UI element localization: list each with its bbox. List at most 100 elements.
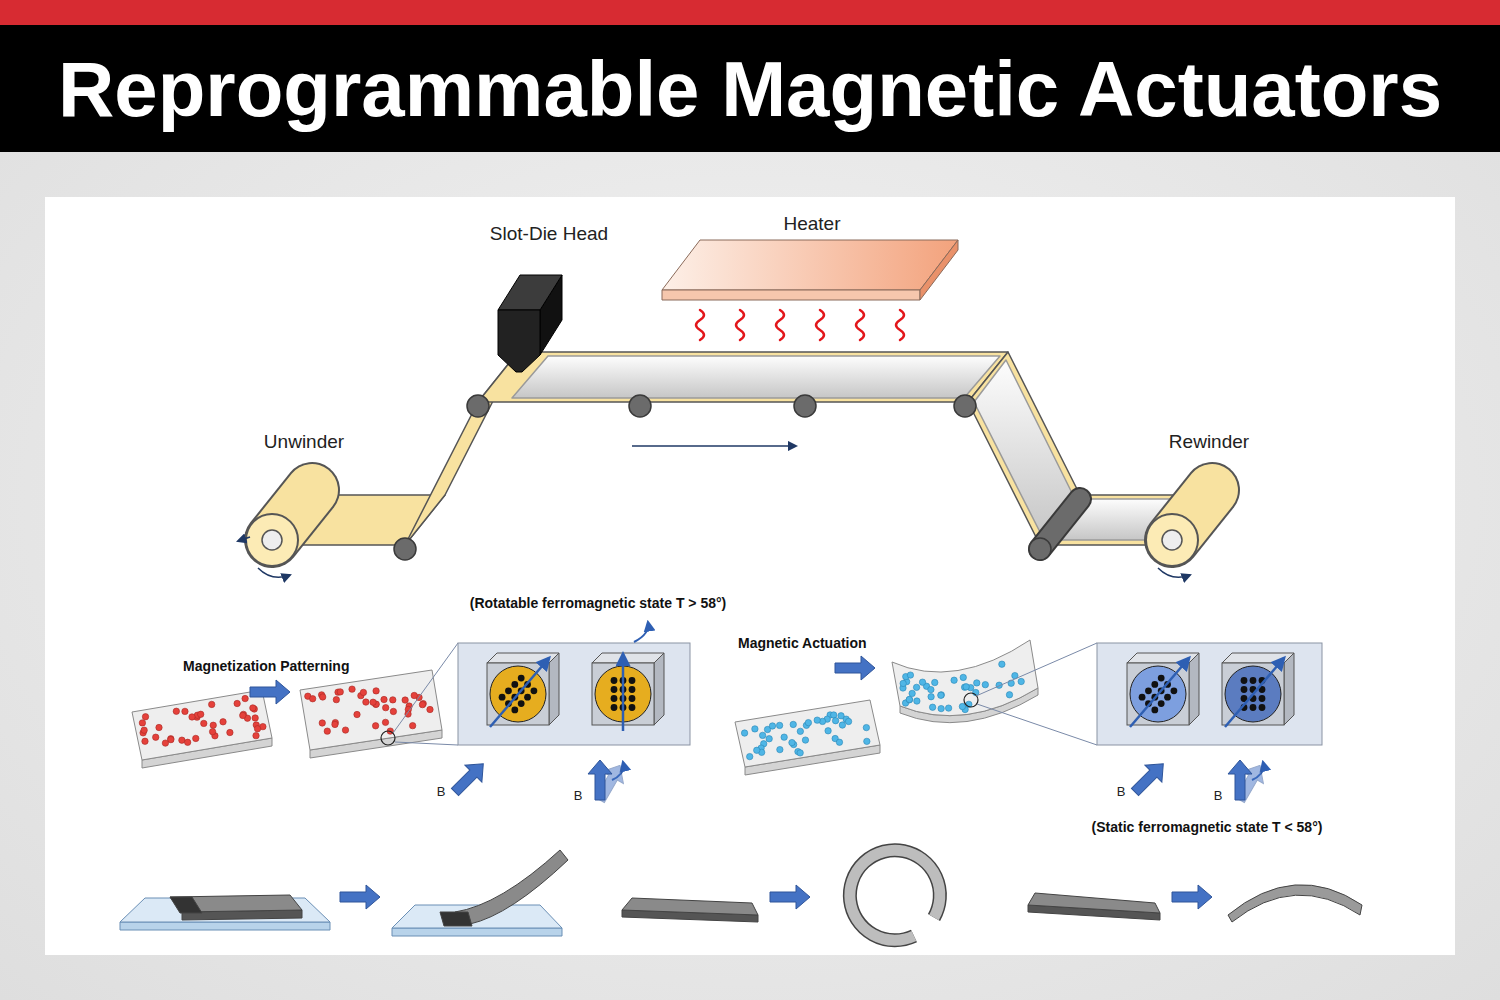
magnetic-particle	[1164, 694, 1171, 701]
block-arrow	[1172, 885, 1212, 909]
particle	[209, 728, 215, 734]
magnetic-particle	[518, 700, 525, 707]
particle	[342, 727, 348, 733]
magnetic-particle	[1158, 700, 1165, 707]
label-anchor: Magnetic Actuation	[738, 635, 867, 651]
particle	[309, 696, 315, 702]
particle	[752, 726, 758, 732]
cube-top	[592, 653, 664, 663]
heat-wave	[696, 310, 704, 340]
particle	[162, 740, 168, 746]
strip-bent	[455, 850, 568, 924]
page-title: Reprogrammable Magnetic Actuators	[58, 50, 1442, 128]
magnetic-particle	[1145, 687, 1152, 694]
rewinder-roll	[1146, 490, 1212, 577]
particle	[913, 684, 919, 690]
magnetic-particle	[1250, 677, 1257, 684]
direction-arrow	[632, 445, 796, 447]
particle	[227, 729, 233, 735]
magnetic-particle	[511, 707, 518, 714]
label-anchor: B	[1214, 789, 1223, 804]
particle-group	[741, 712, 870, 760]
label-anchor: (Static ferromagnetic state T < 58°)	[1092, 819, 1323, 835]
particle	[1018, 678, 1024, 684]
zoom-box	[1097, 643, 1322, 745]
particle	[825, 728, 831, 734]
particle	[381, 696, 387, 702]
particle	[201, 720, 207, 726]
part-label: Heater	[783, 213, 840, 235]
heater-top	[662, 240, 958, 290]
particle	[909, 690, 915, 696]
particle	[776, 722, 782, 728]
particle	[938, 692, 944, 698]
particle	[864, 738, 870, 744]
roll-end	[1146, 514, 1198, 566]
particle	[198, 711, 204, 717]
roller	[467, 395, 489, 417]
particle	[863, 724, 869, 730]
particle	[963, 684, 969, 690]
particle	[802, 737, 808, 743]
particle	[360, 689, 366, 695]
slab-top	[132, 690, 272, 760]
flat-strip	[170, 895, 302, 920]
slide-front	[120, 922, 330, 930]
magnetic-particle	[518, 675, 525, 682]
heater-side	[920, 240, 958, 300]
particle	[754, 747, 760, 753]
magnetic-particle	[531, 687, 538, 694]
particle	[932, 679, 938, 685]
part-label: Slot-Die Head	[490, 223, 608, 245]
particle	[747, 753, 753, 759]
strip-top	[1028, 893, 1160, 913]
particle	[769, 723, 775, 729]
particle	[382, 704, 388, 710]
magnetic-particle	[629, 695, 636, 702]
particle	[839, 722, 845, 728]
slab-top	[892, 640, 1038, 716]
particle	[141, 727, 147, 733]
particle	[409, 722, 415, 728]
slot-die-head	[498, 275, 562, 372]
roll-end	[246, 514, 298, 566]
particle	[974, 680, 980, 686]
particle	[797, 728, 803, 734]
particle	[907, 672, 913, 678]
heat-waves	[696, 310, 904, 340]
curl-outline	[850, 850, 940, 940]
lifted-strip	[440, 850, 568, 926]
moment-arrow	[622, 654, 625, 731]
particle	[805, 719, 811, 725]
particle	[959, 703, 965, 709]
magnetic-particle	[499, 694, 506, 701]
magnetic-particle	[611, 686, 618, 693]
particle	[741, 730, 747, 736]
magnetic-particle	[611, 704, 618, 711]
flat-strip	[1028, 893, 1160, 920]
cube-side	[549, 653, 559, 725]
particle	[370, 699, 376, 705]
flat-strip	[622, 898, 758, 922]
magnetic-particle	[629, 704, 636, 711]
particle	[142, 714, 148, 720]
particle	[209, 701, 215, 707]
label-anchor: Rewinder	[1169, 431, 1249, 453]
roller	[394, 538, 416, 560]
cube-side	[1284, 653, 1294, 725]
particle	[402, 697, 408, 703]
die-front	[498, 310, 540, 372]
curl-body	[850, 850, 940, 940]
particle	[797, 750, 803, 756]
particle	[960, 674, 966, 680]
part-label: Unwinder	[264, 431, 344, 453]
particle	[832, 717, 838, 723]
particle	[337, 689, 343, 695]
particle-group	[139, 695, 266, 746]
particle	[789, 739, 795, 745]
magnetic-particle	[1171, 687, 1178, 694]
particle	[1006, 692, 1012, 698]
rotation-arrow	[258, 568, 290, 577]
leader-line	[976, 643, 1097, 696]
